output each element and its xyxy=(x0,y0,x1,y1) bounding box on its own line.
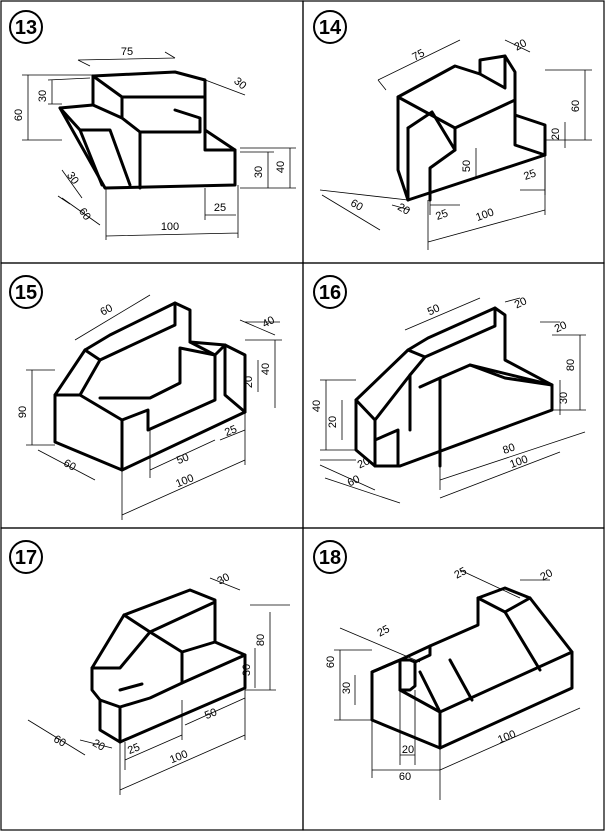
dim-slot-50: 50 xyxy=(175,451,191,467)
dim-slot-50: 50 xyxy=(461,160,473,172)
isometric-part xyxy=(354,306,554,468)
dim-height-30: 30 xyxy=(341,682,353,694)
dim-step-25: 25 xyxy=(223,423,239,439)
isometric-part xyxy=(396,54,547,202)
dimension-labels: 75 20 60 20 60 20 50 25 25 100 xyxy=(348,37,582,224)
isometric-part xyxy=(370,586,574,750)
dim-width-60: 60 xyxy=(51,733,68,750)
dim-length-100: 100 xyxy=(174,472,196,490)
dim-bottom-50: 50 xyxy=(203,706,219,722)
dim-top-20: 20 xyxy=(538,567,554,583)
dim-top-75: 75 xyxy=(410,47,426,63)
dimension-labels: 30 80 30 60 20 25 50 100 xyxy=(51,571,267,766)
exercise-17: 17 30 80 30 60 20 xyxy=(9,540,290,795)
dim-left-60: 60 xyxy=(13,109,25,121)
dim-width-20: 20 xyxy=(356,455,372,471)
dimension-labels: 50 20 20 80 30 40 20 20 60 80 100 xyxy=(311,295,577,489)
exercise-number: 14 xyxy=(319,17,342,39)
dim-width-20: 20 xyxy=(90,737,107,754)
dim-length-100: 100 xyxy=(496,728,518,746)
exercise-15: 15 60 40 40 20 90 xyxy=(9,275,282,520)
dim-length-100: 100 xyxy=(168,748,190,766)
dim-top-20: 20 xyxy=(513,295,529,311)
isometric-part xyxy=(90,588,247,744)
dim-right-20: 20 xyxy=(553,319,569,335)
dim-width-20: 20 xyxy=(395,201,412,218)
exercise-18: 18 25 20 25 60 30 xyxy=(313,540,581,800)
dim-top-25: 25 xyxy=(452,565,468,581)
dim-notch-25: 25 xyxy=(214,202,226,214)
dim-left-30: 30 xyxy=(37,90,49,102)
dim-left-20: 20 xyxy=(327,416,339,428)
dim-height-30: 30 xyxy=(241,664,253,676)
exercise-number-badge: 14 xyxy=(313,10,347,44)
dim-height-40: 40 xyxy=(260,363,272,375)
dim-width-60: 60 xyxy=(76,206,93,223)
exercise-number: 18 xyxy=(319,547,341,569)
dim-left-40: 40 xyxy=(311,400,323,412)
dim-height-80: 80 xyxy=(255,634,267,646)
dim-height-60: 60 xyxy=(325,656,337,668)
dim-top-60: 60 xyxy=(98,302,114,318)
dim-width-60: 60 xyxy=(346,473,362,489)
dim-top-30: 30 xyxy=(215,571,231,587)
exercise-number-badge: 13 xyxy=(9,10,43,44)
exercise-number-badge: 18 xyxy=(313,540,347,574)
exercise-number: 15 xyxy=(15,282,37,304)
dim-right-40: 40 xyxy=(275,161,287,173)
dimension-lines xyxy=(319,39,592,250)
dim-bottom-25b: 25 xyxy=(522,167,538,182)
dimension-lines xyxy=(27,577,290,795)
dim-height-90: 90 xyxy=(17,406,29,418)
exercise-14: 14 75 20 60 20 60 xyxy=(313,10,592,250)
dim-height-20: 20 xyxy=(550,128,562,140)
dim-height-30: 30 xyxy=(558,392,570,404)
dim-width-60: 60 xyxy=(348,197,365,214)
exercise-number: 13 xyxy=(15,17,37,39)
exercise-number: 16 xyxy=(319,282,341,304)
exercise-number-badge: 15 xyxy=(9,275,43,309)
dim-left-25: 25 xyxy=(375,623,391,639)
dimension-lines xyxy=(22,51,296,240)
dim-top-length: 75 xyxy=(121,46,133,58)
dimension-lines xyxy=(334,569,581,800)
isometric-part xyxy=(58,70,237,190)
dim-length-100: 100 xyxy=(508,453,529,471)
dimension-lines xyxy=(26,294,282,520)
dim-height-80: 80 xyxy=(565,359,577,371)
exercise-number: 17 xyxy=(15,547,37,569)
dim-length-100: 100 xyxy=(474,206,495,224)
dim-height-60: 60 xyxy=(570,100,582,112)
dim-bottom-25a: 25 xyxy=(434,207,450,222)
dim-width-60: 60 xyxy=(61,457,78,474)
dim-length-100: 100 xyxy=(161,221,179,233)
dim-front-30: 30 xyxy=(64,170,81,187)
dim-length-80: 80 xyxy=(501,441,517,456)
dim-top-20: 20 xyxy=(512,37,528,53)
dim-height-20: 20 xyxy=(243,376,255,388)
exercise-13: 13 75 30 30 60 xyxy=(9,10,296,240)
dim-top-depth: 30 xyxy=(231,75,248,92)
exercise-16: 16 50 20 20 xyxy=(311,275,586,504)
dim-bottom-20: 20 xyxy=(402,744,414,756)
dim-right-30: 30 xyxy=(253,166,265,178)
dim-depth-40: 40 xyxy=(260,314,276,330)
exercise-number-badge: 16 xyxy=(313,275,347,309)
dim-bottom-25: 25 xyxy=(126,741,142,757)
dim-top-50: 50 xyxy=(426,302,442,318)
dimension-lines xyxy=(319,297,586,504)
dim-width-60: 60 xyxy=(399,771,411,783)
exercise-number-badge: 17 xyxy=(9,540,43,574)
